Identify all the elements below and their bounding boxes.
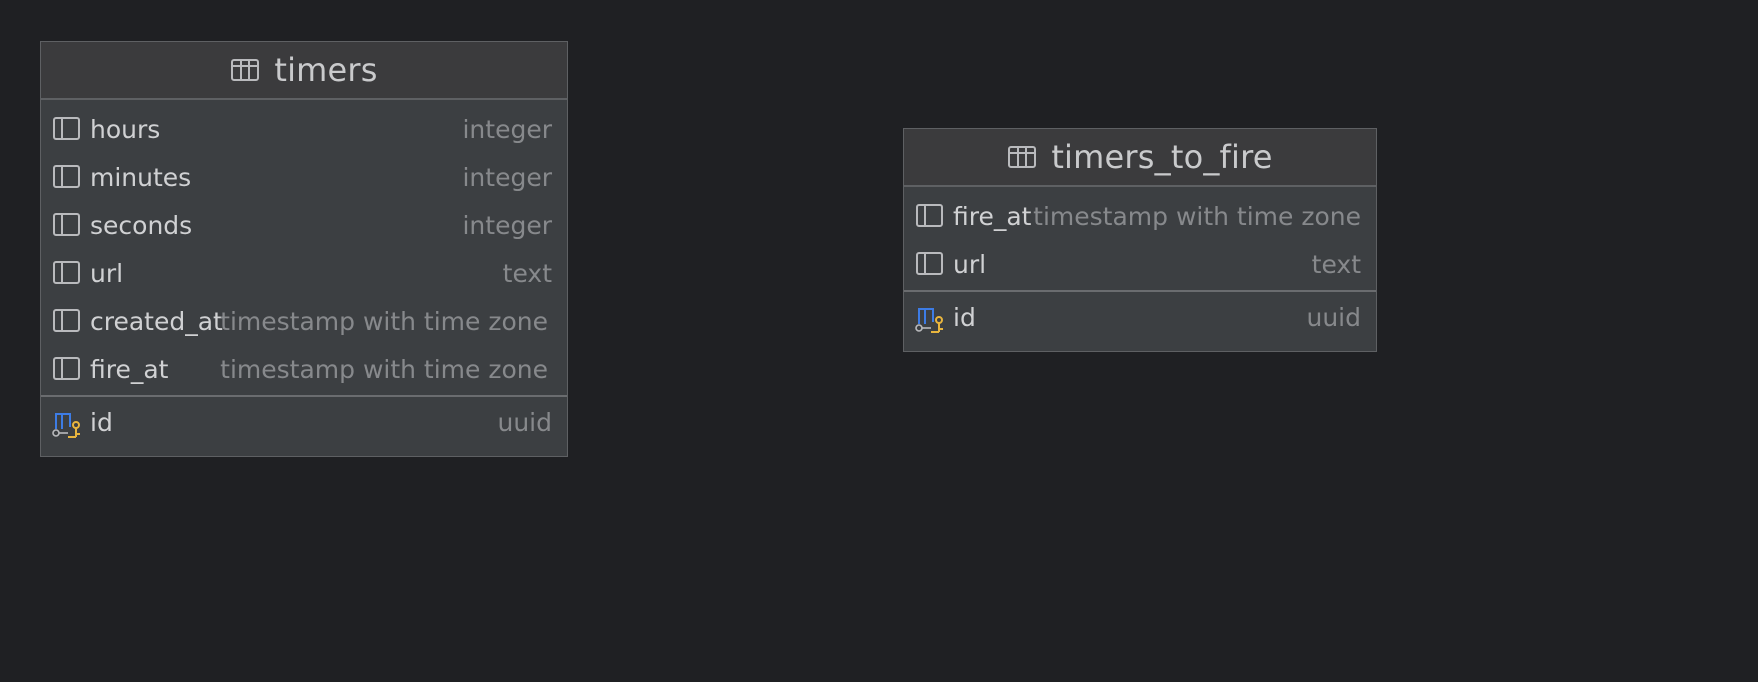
primary-key-separator (904, 290, 1376, 292)
table-name: timers_to_fire (1051, 138, 1273, 176)
column-list: hours integer minutes integer seconds in… (41, 100, 567, 447)
column-type: integer (462, 114, 552, 144)
table-header[interactable]: timers_to_fire (904, 129, 1376, 187)
column-type: integer (462, 162, 552, 192)
column-icon (52, 212, 82, 238)
column-type: uuid (1306, 302, 1361, 332)
table-timers-to-fire[interactable]: timers_to_fire fire_at timestamp with ti… (903, 128, 1377, 352)
column-row[interactable]: url text (904, 240, 1376, 288)
primary-key-column-icon (915, 304, 945, 333)
column-icon (52, 116, 82, 142)
column-name: id (90, 407, 113, 437)
column-name: created_at (90, 306, 223, 336)
column-type: timestamp with time zone (1033, 201, 1361, 231)
column-row[interactable]: hours integer (41, 105, 567, 153)
column-type: timestamp with time zone (220, 354, 548, 384)
primary-key-row[interactable]: id uuid (904, 292, 1376, 342)
column-row[interactable]: seconds integer (41, 201, 567, 249)
table-icon (230, 56, 260, 84)
column-icon (915, 251, 945, 277)
column-type: text (1311, 249, 1361, 279)
column-name: fire_at (90, 354, 169, 384)
column-row[interactable]: minutes integer (41, 153, 567, 201)
table-timers[interactable]: timers hours integer minutes integer sec… (40, 41, 568, 457)
column-name: url (90, 258, 124, 288)
column-icon (52, 260, 82, 286)
column-name: hours (90, 114, 161, 144)
column-name: minutes (90, 162, 192, 192)
column-name: id (953, 302, 976, 332)
column-icon (52, 356, 82, 382)
column-type: text (502, 258, 552, 288)
column-icon (52, 164, 82, 190)
column-type: timestamp with time zone (220, 306, 548, 336)
column-row[interactable]: fire_at timestamp with time zone (41, 345, 567, 393)
primary-key-separator (41, 395, 567, 397)
column-icon (52, 308, 82, 334)
column-type: uuid (497, 407, 552, 437)
table-header[interactable]: timers (41, 42, 567, 100)
table-name: timers (274, 51, 378, 89)
primary-key-column-icon (52, 409, 82, 438)
column-row[interactable]: url text (41, 249, 567, 297)
column-name: fire_at (953, 201, 1032, 231)
table-icon (1007, 143, 1037, 171)
column-name: url (953, 249, 987, 279)
column-name: seconds (90, 210, 193, 240)
column-icon (915, 203, 945, 229)
primary-key-row[interactable]: id uuid (41, 397, 567, 447)
column-list: fire_at timestamp with time zone url tex… (904, 187, 1376, 342)
column-row[interactable]: fire_at timestamp with time zone (904, 192, 1376, 240)
column-row[interactable]: created_at timestamp with time zone (41, 297, 567, 345)
column-type: integer (462, 210, 552, 240)
